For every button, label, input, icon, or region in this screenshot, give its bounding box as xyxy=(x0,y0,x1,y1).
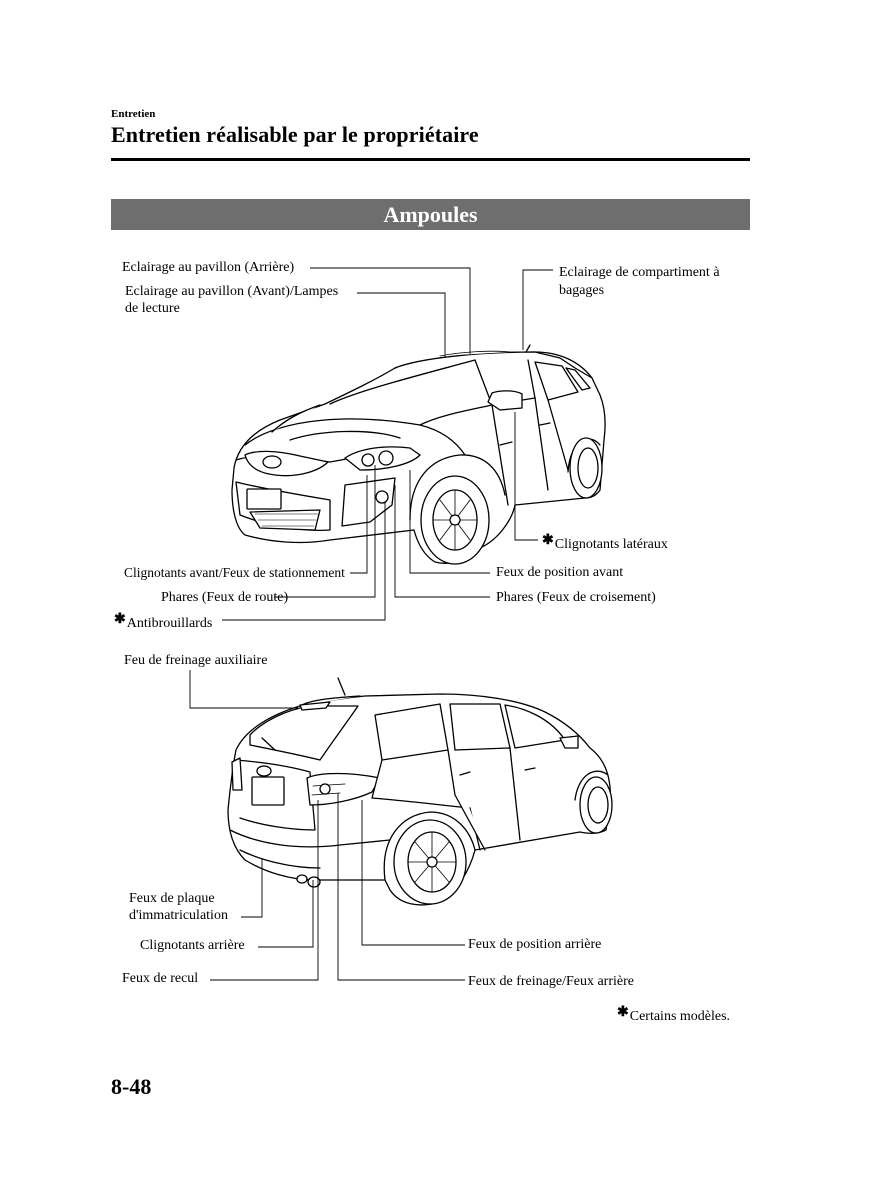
section-banner: Ampoules xyxy=(111,199,750,230)
front-car-illustration xyxy=(232,345,605,564)
label-license-plate-cont: d'immatriculation xyxy=(129,908,228,923)
leader-lines xyxy=(190,268,553,980)
page-number: 8-48 xyxy=(111,1074,152,1099)
banner-title: Ampoules xyxy=(383,202,478,227)
label-front-turn-parking: Clignotants avant/Feux de stationnement xyxy=(124,565,345,580)
label-high-beam: Phares (Feux de route) xyxy=(161,590,289,605)
label-reading-lamps: de lecture xyxy=(125,301,180,316)
label-brake-tail: Feux de freinage/Feux arrière xyxy=(468,974,634,989)
asterisk-icon: ✱ xyxy=(114,612,126,627)
label-fog-lights: ✱Antibrouillards xyxy=(114,612,213,631)
label-front-position: Feux de position avant xyxy=(496,565,624,580)
label-license-plate: Feux de plaque xyxy=(129,891,215,906)
label-rear-position: Feux de position arrière xyxy=(468,937,602,952)
title-rule xyxy=(111,158,750,161)
label-cargo-light: Eclairage de compartiment à xyxy=(559,265,720,280)
label-roof-light-rear: Eclairage au pavillon (Arrière) xyxy=(122,260,295,275)
asterisk-icon: ✱ xyxy=(542,533,554,548)
label-reverse-lights: Feux de recul xyxy=(122,971,199,986)
label-roof-light-front: Eclairage au pavillon (Avant)/Lampes xyxy=(125,284,339,299)
label-cargo-light-cont: bagages xyxy=(559,283,605,298)
label-low-beam: Phares (Feux de croisement) xyxy=(496,590,656,605)
footnote: ✱Certains modèles. xyxy=(617,1005,731,1024)
page-title: Entretien réalisable par le propriétaire xyxy=(111,122,479,147)
label-rear-turn-signals: Clignotants arrière xyxy=(140,938,245,953)
rear-car-illustration xyxy=(228,678,612,905)
label-side-turn-signals: ✱Clignotants latéraux xyxy=(542,533,668,552)
label-high-mount-brake: Feu de freinage auxiliaire xyxy=(124,653,268,668)
asterisk-icon: ✱ xyxy=(617,1005,629,1020)
section-label: Entretien xyxy=(111,108,156,120)
